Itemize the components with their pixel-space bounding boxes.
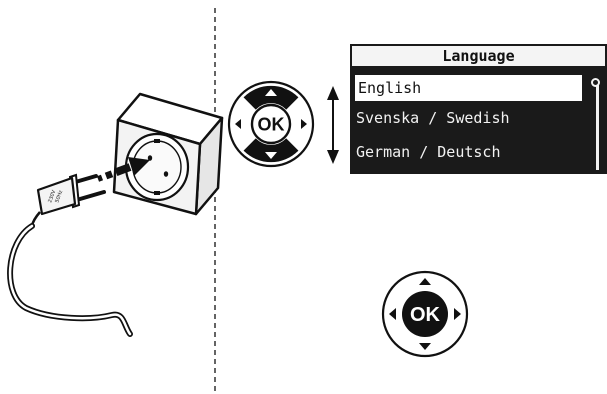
language-display: Language English Svenska / Swedish Germa… — [350, 44, 607, 174]
display-scrollbar — [596, 84, 599, 170]
language-option-english[interactable]: English — [355, 75, 582, 101]
language-option-german[interactable]: German / Deutsch — [356, 143, 501, 161]
nav-pad-bottom[interactable]: OK — [381, 270, 469, 358]
plug-frequency-label: 50Hz — [54, 189, 64, 203]
power-plug-icon: 230V 50Hz — [7, 173, 133, 337]
plug-voltage-label: 230V — [47, 189, 57, 204]
up-down-arrow-icon — [327, 86, 339, 164]
display-title: Language — [352, 46, 605, 66]
nav-pad-top[interactable]: OK — [227, 80, 315, 168]
ok-button-label[interactable]: OK — [258, 115, 285, 135]
nav-down-segment[interactable] — [244, 138, 298, 163]
ok-button-highlighted[interactable] — [402, 291, 448, 337]
language-option-swedish[interactable]: Svenska / Swedish — [356, 109, 510, 127]
nav-up-segment[interactable] — [244, 85, 298, 110]
wall-socket-icon — [112, 92, 224, 216]
display-scroll-thumb — [591, 78, 600, 87]
insert-arrow-icon — [96, 157, 150, 182]
ok-button-label[interactable]: OK — [410, 304, 441, 326]
